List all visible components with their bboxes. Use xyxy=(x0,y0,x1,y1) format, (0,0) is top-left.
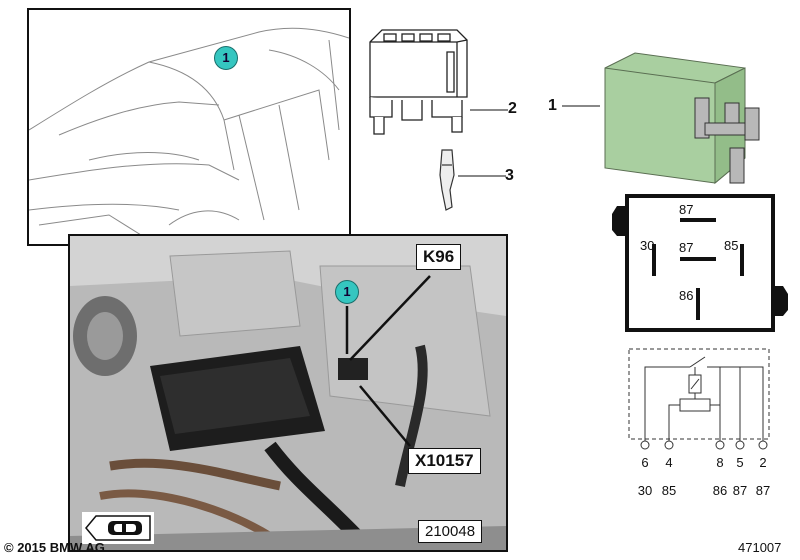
label-k96: K96 xyxy=(416,244,462,270)
circuit-pin-8: 8 xyxy=(716,455,724,470)
circuit-pin-4: 4 xyxy=(665,455,673,470)
pinout-label-top: 87 xyxy=(679,202,694,217)
relay-socket-drawing xyxy=(369,29,468,135)
circuit-pin-6: 6 xyxy=(641,455,649,470)
car-top-view-icon xyxy=(85,515,151,541)
circuit-terminal-86: 86 xyxy=(712,483,728,498)
vehicle-orientation-badge xyxy=(82,512,154,544)
car-view-panel: 1 xyxy=(27,8,351,246)
circuit-terminal-87b: 87 xyxy=(755,483,771,498)
callout-1: 1 xyxy=(548,97,557,114)
relay-circuit-schematic xyxy=(628,348,770,450)
pinout-label-left: 30 xyxy=(640,238,655,253)
installation-photo-panel: 1 K96 X10157 210048 xyxy=(68,234,508,552)
pinout-label-center: 87 xyxy=(679,240,694,255)
photo-ref-number: 210048 xyxy=(418,520,483,543)
location-marker-1: 1 xyxy=(214,46,238,70)
label-x10157: X10157 xyxy=(408,448,481,474)
pinout-label-bottom: 86 xyxy=(679,288,694,303)
car-outline-drawing xyxy=(29,27,349,241)
relay-drawing xyxy=(604,52,760,185)
circuit-pin-5: 5 xyxy=(736,455,744,470)
callout-3: 3 xyxy=(505,167,514,184)
diagram-number: 471007 xyxy=(738,540,782,555)
location-marker-1-photo: 1 xyxy=(335,280,359,304)
installation-photo-illustration xyxy=(70,236,506,550)
circuit-terminal-30: 30 xyxy=(637,483,653,498)
socket-leader-line xyxy=(470,109,508,111)
relay-leader-line xyxy=(562,105,600,107)
circuit-terminal-85: 85 xyxy=(661,483,677,498)
circuit-pin-2: 2 xyxy=(759,455,767,470)
circuit-terminal-87a: 87 xyxy=(732,483,748,498)
copyright-text: © 2015 BMW AG xyxy=(4,540,105,555)
terminal-leader-line xyxy=(458,175,506,177)
relay-pinout-diagram xyxy=(612,194,788,332)
terminal-drawing xyxy=(439,149,455,211)
pinout-label-right: 85 xyxy=(724,238,739,253)
callout-2: 2 xyxy=(508,100,517,117)
